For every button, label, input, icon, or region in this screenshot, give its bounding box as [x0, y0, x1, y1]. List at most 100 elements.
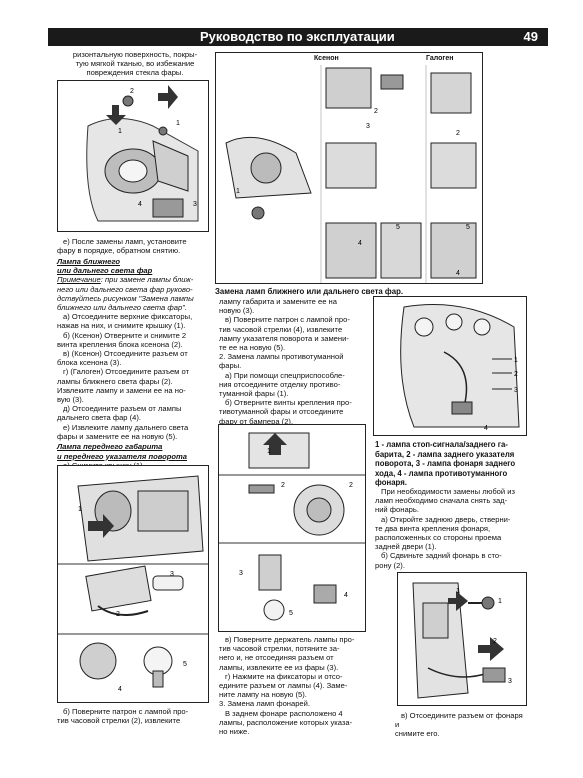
text-line: e) Извлеките лампу дальнего света: [63, 422, 189, 432]
text-line: нажав на них, и снимите крышку (1).: [57, 321, 186, 331]
svg-text:3: 3: [514, 387, 518, 394]
text-line: a) При помощи спецприспособле-: [225, 370, 345, 380]
svg-text:1: 1: [456, 588, 460, 595]
text-line: поворота, 3 - лампа фонаря заднего: [375, 459, 516, 468]
text-line: те два винта крепления фонаря,: [375, 523, 491, 533]
text-line: снимите его.: [395, 728, 440, 738]
svg-text:4: 4: [138, 201, 142, 208]
svg-text:2: 2: [374, 108, 378, 115]
svg-text:2: 2: [514, 371, 518, 378]
text-line: тую мягкой тканью, во избежание: [75, 59, 195, 69]
note-label: Примечание: [57, 275, 101, 285]
front-marker-lamp-figure: 1 3 2 5 4: [57, 465, 209, 703]
text-line: ближнего или дальнего света фар".: [57, 302, 187, 312]
svg-text:4: 4: [484, 425, 488, 432]
svg-text:5: 5: [396, 224, 400, 231]
text-line: задней двери (1).: [375, 542, 437, 552]
text-line: туманной фары (1).: [219, 389, 289, 399]
col3-caption: 1 - лампа стоп-сигнала/заднего га- барит…: [375, 440, 528, 488]
text-line: лампы, извлеките ее из фары (3).: [219, 662, 339, 672]
text-line: 3. Замена ламп фонарей.: [219, 699, 311, 709]
rear-lamp-removal-figure: 1 1 2 3: [397, 572, 527, 706]
text-line: a) Отсоедините верхние фиксаторы,: [63, 312, 193, 322]
text-line: тив часовой стрелки (4), извлеките: [219, 324, 343, 334]
text-line: ламп необходимо сначала снять зад-: [375, 496, 508, 506]
text-line: новую (3).: [219, 306, 255, 316]
text-line: лампы ближнего света фары (2).: [57, 376, 173, 386]
text-line: дствуйтесь рисунком "Замена лампы: [57, 293, 194, 303]
text-line: 2. Замена лампы противотуманной: [219, 352, 344, 362]
svg-text:1: 1: [118, 128, 122, 135]
svg-text:2: 2: [281, 482, 285, 489]
text-line: a) Откройте заднюю дверь, стверни-: [381, 514, 511, 524]
svg-text:1: 1: [236, 188, 240, 195]
text-line: хода, 4 - лампа противотуманного: [375, 468, 508, 478]
page-number: 49: [523, 29, 538, 44]
text-line: фонаря.: [375, 478, 407, 487]
svg-text:5: 5: [289, 610, 293, 617]
col3-text: При необходимости замены любой из ламп н…: [375, 487, 528, 571]
text-line: д) Отсоедините разъем от лампы: [63, 404, 182, 414]
text-line: в) Отсоедините разъем от фонаря и: [395, 711, 523, 729]
text-line: в) Поверните патрон с лампой про-: [225, 315, 350, 325]
fog-lamp-figure: 1 2 2 3 5 4: [218, 424, 366, 632]
section-title: и переднего указателя поворота: [57, 451, 188, 461]
text-line: 1 - лампа стоп-сигнала/заднего га-: [375, 440, 508, 449]
text-line: лампу указателя поворота и замени-: [219, 333, 349, 343]
text-line: в) Поверните держатель лампы про-: [225, 635, 355, 644]
text-line: рону (2).: [375, 560, 405, 570]
svg-text:2: 2: [456, 130, 460, 137]
text-line: лампу габарита и замените ее на: [219, 297, 337, 306]
text-line: расположенных со стороны проема: [375, 533, 502, 543]
svg-text:1: 1: [267, 448, 271, 455]
svg-text:1: 1: [498, 598, 502, 605]
headlamp-bulb-figure: Ксенон Галоген 2 3 1 2 4 5 4 5: [215, 52, 483, 284]
page-header: Руководство по эксплуатации 49: [48, 28, 548, 46]
svg-text:5: 5: [183, 661, 187, 668]
text-line: блока ксенона (3).: [57, 358, 122, 368]
svg-text:2: 2: [116, 611, 120, 618]
text-line: б) Поверните патрон с лампой про-: [63, 707, 189, 716]
text-line: ризонтальную поверхность, покры-: [72, 50, 198, 59]
col1-intro: ризонтальную поверхность, покры- тую мяг…: [62, 50, 208, 79]
svg-text:4: 4: [456, 270, 460, 277]
text-line: него или дальнего света фар руково-: [57, 284, 193, 294]
text-line: Извлеките лампу и замени ее на но-: [57, 385, 186, 395]
text-line: ний фонарь.: [375, 505, 419, 515]
svg-text:5: 5: [466, 224, 470, 231]
svg-text:3: 3: [170, 571, 174, 578]
svg-text:3: 3: [239, 570, 243, 577]
text-line: но ниже.: [219, 727, 250, 737]
text-line: При необходимости замены любой из: [381, 487, 515, 496]
text-line: В заднем фонаре расположено 4: [225, 708, 343, 718]
svg-text:1: 1: [514, 357, 518, 364]
svg-text:2: 2: [130, 88, 134, 95]
headlamp-figure-caption: Замена ламп ближнего или дальнего света …: [215, 287, 404, 296]
text-line: те ее на новую (5).: [219, 343, 286, 353]
svg-text:3: 3: [366, 123, 370, 130]
svg-text:3: 3: [508, 678, 512, 685]
section-title: Лампа переднего габарита: [57, 442, 163, 452]
text-line: : при замене лампы ближ-: [100, 275, 194, 285]
page-title: Руководство по эксплуатации: [200, 29, 395, 44]
svg-text:1: 1: [176, 120, 180, 127]
svg-text:3: 3: [193, 201, 197, 208]
col3-bottom: в) Отсоедините разъем от фонаря и снимит…: [395, 711, 527, 739]
section-title: или дальнего света фар: [57, 266, 153, 276]
text-line: винта крепления блока ксенона (2).: [57, 339, 183, 349]
text-line: ните лампу на новую (5).: [219, 690, 307, 700]
headlamp-removal-figure: 2 1 1 4 3: [57, 80, 209, 232]
text-line: в) (Ксенон) Отсоедините разъем от: [63, 348, 188, 358]
text-line: лампы, расположение которых указа-: [219, 717, 353, 727]
text-line: него и, не отсоединяя разъем от: [219, 653, 334, 663]
text-line: б) Сдвиньте задний фонарь в сто-: [381, 551, 502, 561]
text-line: дальнего света фар (4).: [57, 413, 142, 423]
text-line: вую (3).: [57, 394, 84, 404]
svg-text:4: 4: [118, 686, 122, 693]
text-line: повреждения стекла фары.: [86, 68, 184, 78]
text-line: г) Нажмите на фиксаторы и отсо-: [225, 671, 343, 681]
text-line: тив часовой стрелки, потяните за-: [219, 644, 340, 654]
text-line: барита, 2 - лампа заднего указателя: [375, 449, 515, 459]
text-line: фары.: [219, 361, 242, 371]
text-line: фару от бампера (2).: [219, 416, 294, 426]
